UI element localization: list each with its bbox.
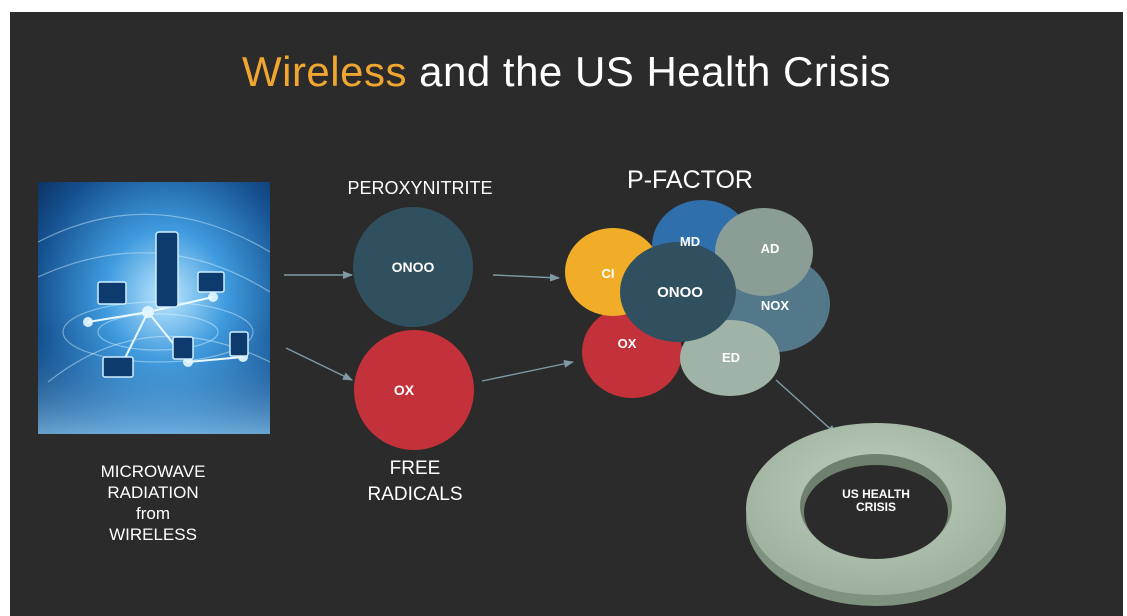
caption-line: RADIATION	[107, 483, 199, 502]
arrow-ox-to-pfactor	[481, 359, 574, 382]
title-rest: and the US Health Crisis	[406, 48, 892, 95]
ox-label: OX	[394, 382, 415, 398]
ed-label: ED	[722, 350, 740, 365]
label-line: RADICALS	[367, 484, 463, 505]
onoo-circle	[353, 207, 473, 327]
md-label: MD	[680, 234, 700, 249]
ring-hole	[804, 465, 948, 559]
slide: Wireless and the US Health Crisis	[10, 12, 1123, 616]
caption-line: MICROWAVE	[100, 462, 206, 481]
ci-label: CI	[602, 266, 615, 281]
outcome-line: US HEALTH	[842, 487, 910, 501]
p-factor-cluster: MD AD CI ONOO NOX OX ED	[565, 200, 830, 398]
ed-circle	[680, 320, 780, 396]
onoo-cluster-label: ONOO	[657, 284, 703, 301]
onoo-node: ONOO	[353, 207, 473, 327]
onoo-cluster-circle	[620, 242, 736, 342]
us-health-crisis-label: US HEALTH CRISIS	[835, 488, 917, 514]
ox-circle	[354, 330, 474, 450]
arrow-pfactor-to-crisis	[775, 379, 837, 435]
microwave-radiation-caption: MICROWAVE RADIATION from WIRELESS	[28, 461, 278, 545]
title-highlight: Wireless	[241, 48, 407, 95]
flow-diagram: ONOO OX MD AD CI ONOO NOX OX ED	[284, 200, 1006, 606]
free-radicals-label: FREE RADICALS	[335, 456, 495, 508]
arrow-onoo-to-pfactor	[492, 273, 560, 282]
us-health-crisis-ring	[746, 423, 1006, 606]
ox-node: OX	[354, 330, 474, 450]
outcome-line: CRISIS	[855, 500, 896, 514]
caption-line: from	[136, 504, 170, 523]
ox-cluster-label: OX	[618, 336, 637, 351]
nox-label: NOX	[761, 298, 790, 313]
ad-label: AD	[761, 241, 780, 256]
ad-circle	[715, 208, 813, 296]
p-factor-label: P-FACTOR	[627, 166, 753, 194]
label-line: FREE	[389, 458, 441, 479]
wireless-network-image	[37, 182, 271, 434]
onoo-label: ONOO	[392, 259, 435, 275]
arrow-wireless-to-ox	[285, 347, 353, 381]
caption-line: WIRELESS	[109, 525, 197, 544]
peroxynitrite-label: PEROXYNITRITE	[347, 178, 493, 198]
slide-title: Wireless and the US Health Crisis	[10, 48, 1123, 96]
